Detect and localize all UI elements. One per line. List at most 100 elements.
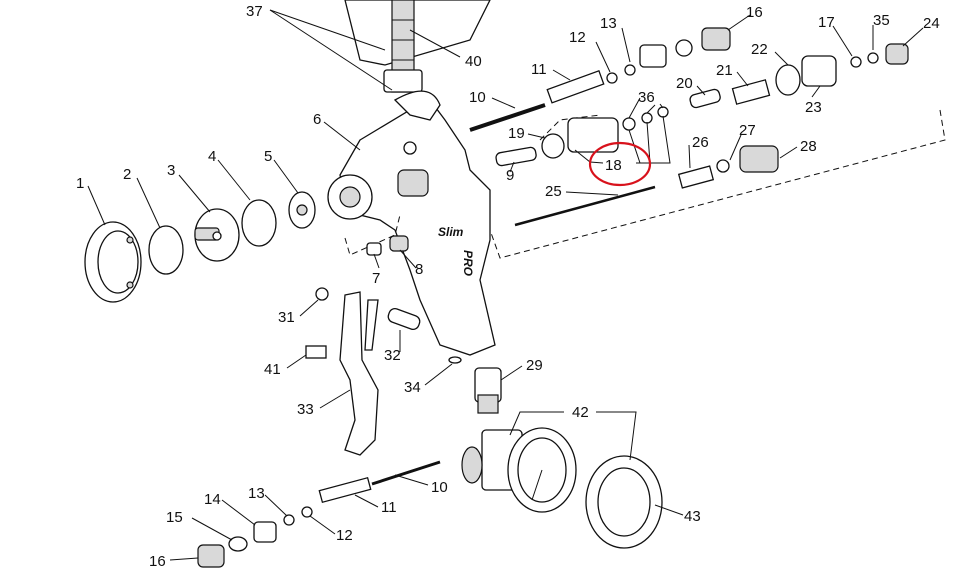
callout-7: 7: [372, 270, 380, 287]
spring-11-upper: [546, 70, 605, 104]
callout-16-lower: 16: [149, 553, 166, 570]
callout-41: 41: [264, 361, 281, 378]
washer-34: [448, 356, 462, 364]
callout-37: 37: [246, 3, 263, 20]
callout-11: 11: [531, 61, 547, 78]
callout-42: 42: [572, 404, 589, 421]
callout-28: 28: [800, 138, 817, 155]
gun-body: Slim PRO: [327, 90, 496, 356]
callout-21: 21: [716, 62, 733, 79]
callout-31: 31: [278, 309, 295, 326]
callout-23: 23: [805, 99, 822, 116]
callout-26: 26: [692, 134, 709, 151]
spring-26: [677, 165, 715, 189]
ring-35: [867, 52, 879, 64]
pin-9: [495, 146, 537, 167]
nut-14: [253, 521, 277, 543]
highlight-ring: [588, 141, 652, 187]
needle-25: [514, 185, 656, 227]
callout-5: 5: [264, 148, 272, 165]
callout-3: 3: [167, 162, 175, 179]
trigger: [339, 291, 379, 456]
callout-12: 12: [569, 29, 586, 46]
callout-14: 14: [204, 491, 221, 508]
callout-34: 34: [404, 379, 421, 396]
knob-16-lower: [197, 544, 225, 568]
part-8: [389, 235, 409, 252]
callout-13: 13: [600, 15, 617, 32]
callout-36: 36: [638, 89, 655, 106]
paint-cup: [344, 0, 491, 93]
knob-16-upper: [701, 27, 731, 51]
callout-labels: 37 40 13 12 16 11 10 36 20 21 22 23 17 3…: [76, 3, 940, 570]
part-31: [315, 287, 329, 301]
callout-4: 4: [208, 148, 216, 165]
callout-29: 29: [526, 357, 543, 374]
needle-10-lower: [371, 460, 441, 486]
gauge-cover-43: [585, 455, 663, 549]
o-ring-15: [228, 536, 248, 552]
callout-11-lower: 11: [381, 499, 397, 516]
o-ring-19: [541, 133, 565, 159]
spring-11-lower: [318, 476, 372, 504]
o-ring-2: [148, 225, 184, 275]
part-41: [305, 345, 327, 359]
callout-9: 9: [506, 167, 514, 184]
o-ring-22: [775, 64, 801, 96]
washer-13-lower: [283, 514, 295, 526]
callout-15: 15: [166, 509, 183, 526]
o-ring-15-upper: [675, 39, 693, 57]
callout-2: 2: [123, 166, 131, 183]
washer-12-lower: [301, 506, 313, 518]
callout-20: 20: [676, 75, 693, 92]
brand-mark-body: Slim: [438, 225, 464, 239]
cap-24: [885, 43, 909, 65]
valve-body-18: [567, 117, 619, 153]
callout-6: 6: [313, 111, 321, 128]
part-7: [366, 242, 382, 256]
trigger-pin-32: [387, 307, 421, 331]
callout-17: 17: [818, 14, 835, 31]
callout-27: 27: [739, 122, 756, 139]
nozzle: [288, 191, 316, 229]
adjuster-28: [739, 145, 779, 173]
brand-mark-grip: PRO: [461, 250, 475, 277]
callout-18: 18: [605, 157, 622, 174]
o-ring-4: [241, 199, 277, 247]
air-inlet-29: [474, 367, 502, 414]
callout-25: 25: [545, 183, 562, 200]
needle-10-upper: [469, 103, 546, 132]
callout-32: 32: [384, 347, 401, 364]
callout-22: 22: [751, 41, 768, 58]
callout-1: 1: [76, 175, 84, 192]
callout-43: 43: [684, 508, 701, 525]
ring-36a: [622, 117, 636, 131]
ring-36b: [641, 112, 653, 124]
callout-35: 35: [873, 12, 890, 29]
callout-16: 16: [746, 4, 763, 21]
callout-10-lower: 10: [431, 479, 448, 496]
gauge-assembly: [461, 427, 577, 513]
callout-12-lower: 12: [336, 527, 353, 544]
ring-17: [850, 56, 862, 68]
air-cap-ring: [84, 221, 142, 303]
washer-12-upper: [606, 72, 618, 84]
fitting-14-upper: [639, 44, 667, 68]
callout-19: 19: [508, 125, 525, 142]
part-27: [716, 159, 730, 173]
spring-21: [731, 79, 771, 105]
callout-24: 24: [923, 15, 940, 32]
callout-33: 33: [297, 401, 314, 418]
ring-36c: [657, 106, 669, 118]
valve-23: [801, 55, 837, 87]
callout-40: 40: [465, 53, 482, 70]
pin-20: [689, 88, 721, 109]
washer-13-upper: [624, 64, 636, 76]
callout-8: 8: [415, 261, 423, 278]
leader-lines: [87, 9, 924, 561]
callout-10: 10: [469, 89, 486, 106]
air-cap: [194, 208, 240, 262]
callout-13-lower: 13: [248, 485, 265, 502]
